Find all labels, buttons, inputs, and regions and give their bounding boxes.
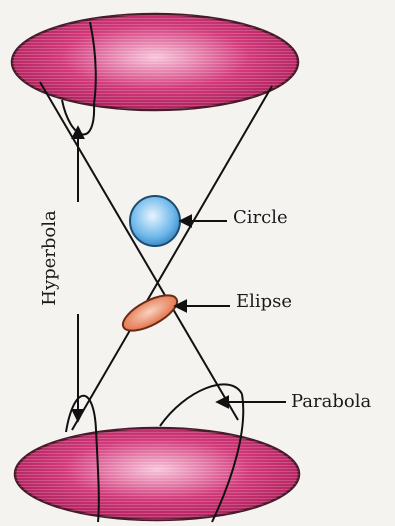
circle-section [130, 196, 180, 246]
cone-generator-lines [40, 82, 272, 430]
lower-nappe-base [15, 428, 299, 520]
hyperbola-label: Hyperbola [41, 207, 59, 309]
ellipse-label: Elipse [236, 293, 292, 311]
circle-label: Circle [233, 209, 288, 227]
label-pointers [78, 128, 286, 420]
parabola-label: Parabola [291, 393, 371, 411]
upper-nappe-base [12, 14, 298, 110]
